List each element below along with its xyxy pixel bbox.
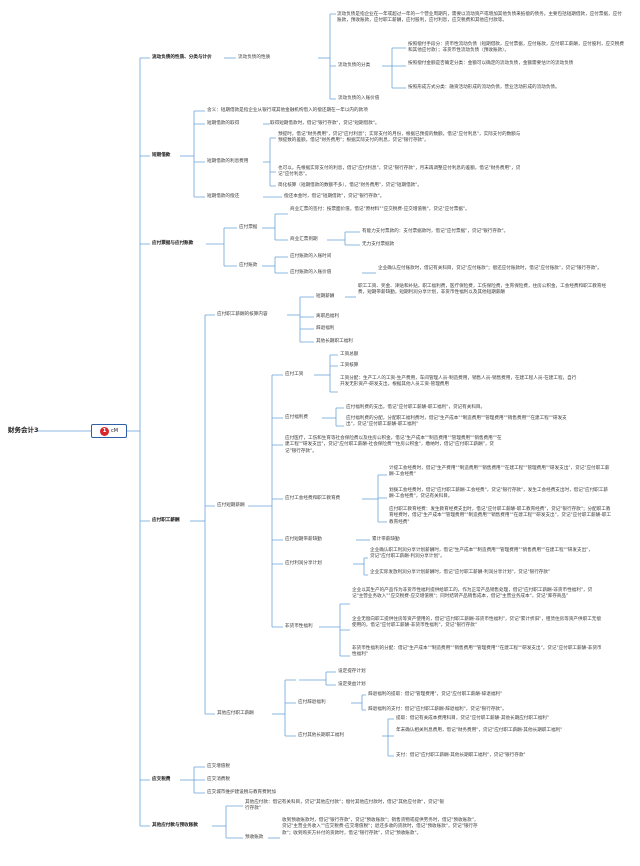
node-short-loan-repay[interactable]: 短期借款的偿还	[207, 194, 240, 199]
text-classify-2: 按照偿付金额是否确定分类：金额可以确定的流动负债，金额需要估计的流动负债	[408, 61, 574, 66]
text-long-term-pay: 支付：借记"应付职工薪酬-其他长期职工福利"，贷记"银行存款"	[396, 753, 526, 758]
text-long-term-interest: 年末确认相关利息费用，借记"财务费用"，贷记"应付职工薪酬-其他长期职工福利"	[396, 728, 563, 733]
node-welfare-payable[interactable]: 应付福利费	[285, 415, 308, 420]
text-accumulated-absence: 累计带薪缺勤	[372, 537, 400, 542]
text-interest-2: 也可以，先根据实际支付的利息，借记"应付利息"，贷记"银行存款"，月末再调整应付…	[278, 166, 521, 178]
text-other-payables: 其他应付款：借记有关科目，贷记"其他应付款"；偿付其他应付款时，借记"其他应付款…	[245, 800, 444, 812]
text-profit-sharing-1: 企业确认职工利润分享计划薪酬时，借记"生产成本""制造费用""管理费用""销售费…	[370, 548, 593, 560]
node-current-liabilities[interactable]: 流动负债的性质、分类与计价	[152, 55, 212, 60]
node-paid-absence[interactable]: 应付短期带薪缺勤	[285, 537, 322, 542]
text-short-term-pay: 职工工资、奖金、津贴和补贴，职工福利费，医疗保险费，工伤保险费，生育保险费，住房…	[358, 284, 607, 296]
text-advance-receipts: 收到预收账款时，借记"银行存款"，贷记"预收账款"；销售货物或提供劳务时，借记"…	[282, 818, 479, 836]
node-taxes-payable[interactable]: 应交税费	[152, 777, 171, 782]
node-wage-accounting[interactable]: 工资核算	[340, 363, 359, 368]
text-dismissal-pay: 辞退福利的支付：借记"应付职工薪酬-辞退福利"，贷记"银行存款"。	[368, 707, 507, 712]
text-union-transfer: 划拨工会经费时，借记"应付职工薪酬-工会经费"，贷记"银行存款"，发生工会经费支…	[389, 488, 608, 500]
text-classify-3: 按照形成方式分类：融资活动形成的流动负债，营业活动形成的流动负债。	[408, 85, 560, 90]
node-ap-entry-value[interactable]: 应付账款的入账价值	[290, 270, 332, 275]
text-ap-entry-value: 企业确认应付账款时，借记有关科目，贷记"应付账款"；偿还应付账款时，借记"应付账…	[378, 266, 602, 271]
node-defined-benefit[interactable]: 设定受益计划	[338, 682, 366, 687]
node-termination-benefits[interactable]: 辞退福利	[316, 326, 335, 331]
node-notes-accounts-payable[interactable]: 应付票据与应付账款	[152, 241, 194, 246]
node-short-loan-interest[interactable]: 短期借款的利息费用	[207, 159, 249, 164]
node-other-long-term[interactable]: 其他长期职工福利	[316, 339, 353, 344]
node-advance-receipts[interactable]: 预收账款	[245, 835, 264, 840]
node-profit-sharing[interactable]: 应付利润分享计划	[285, 561, 322, 566]
text-interest-1: 预提时，借记"财务费用"，贷记"应付利息"；实际支付的月份，根据已预提的数额，借…	[278, 132, 521, 144]
node-defined-contribution[interactable]: 设定提存计划	[338, 669, 366, 674]
node-urban-tax[interactable]: 应交城市维护建设税与教育费附加	[207, 790, 276, 795]
text-social-insurance: 应付医疗，工伤和生育等社会保险费以及住房公积金，借记"生产成本""制造费用""管…	[285, 436, 502, 454]
root-node[interactable]: 1 cM	[91, 424, 127, 438]
text-non-monetary-3: 非货币性福利的分配：借记"生产成本""制造费用""销售费用""管理费用""在建工…	[352, 646, 602, 658]
node-other-salary[interactable]: 其他应付职工薪酬	[217, 711, 254, 716]
text-short-loan-repay: 偿还本金时，借记"短期借款"，贷记"银行存款"。	[284, 194, 385, 199]
text-non-monetary-1: 企业以其生产的产品作为非货币性福利提供给职工的，作为正常产品销售处理，借记"应付…	[352, 588, 593, 600]
text-welfare-allocate: 应付福利费的分配，分配职工福利费时，借记"生产成本""制造费用""管理费用""销…	[346, 416, 567, 428]
text-short-loan-def: 含义：短期借款是指企业从银行或其他金融机构借入的偿还期在一年以内的款项	[207, 108, 368, 113]
text-current-definition: 流动负债是指企业在一年或超过一年的一个营业周期内，需要以流动资产或增加其他负债来…	[337, 12, 622, 24]
node-total-wages[interactable]: 工资总额	[340, 352, 359, 357]
node-salary-payable[interactable]: 应付职工薪酬	[152, 518, 180, 523]
node-current-classify[interactable]: 流动负债的分类	[338, 63, 371, 68]
node-accounts-payable[interactable]: 应付账款	[239, 263, 258, 268]
text-dismissal-accrue: 辞退福利的提取：借记"管理费用"，贷记"应付职工薪酬-辞退福利"	[368, 692, 503, 697]
node-current-measure[interactable]: 流动负债的入账价值	[338, 96, 380, 101]
node-short-term-pay[interactable]: 短期薪酬	[316, 294, 335, 299]
count-badge: 1	[100, 427, 109, 436]
node-other-payables[interactable]: 其他应付款与预收账款	[152, 823, 198, 828]
node-notes-payable[interactable]: 应付票据	[239, 225, 258, 230]
text-welfare-spend: 应付福利费的支出，借记"应付职工薪酬-职工福利"，贷记有关科目。	[346, 405, 486, 410]
text-non-monetary-2: 企业无偿向职工提供住房等资产使用的，借记"应付职工薪酬-非货币性福利"，贷记"累…	[352, 617, 601, 629]
root-node-label: cM	[111, 428, 119, 434]
node-salary-content[interactable]: 应付职工薪酬的核算内容	[217, 312, 268, 317]
node-post-employment[interactable]: 离职后福利	[316, 314, 339, 319]
node-wages-payable[interactable]: 应付工资	[285, 372, 304, 377]
node-consumption-tax[interactable]: 应交消费税	[207, 777, 230, 782]
node-long-term-welfare[interactable]: 应付其他长期职工福利	[298, 733, 344, 738]
text-short-loan-get: 取得短期借款时，借记"银行存款"，贷记"短期借款"。	[270, 121, 380, 126]
node-vat-payable[interactable]: 应交增值税	[207, 764, 230, 769]
node-short-loan[interactable]: 短期借款	[152, 153, 171, 158]
node-notes-due[interactable]: 商业汇票到期	[290, 237, 318, 242]
root-title: 财务会计3	[8, 426, 39, 434]
text-long-term-accrue: 提取：借记有关成本费用科目，贷记"应付职工薪酬-其他长期应付职工福利"	[396, 716, 549, 721]
text-notes-issue: 商业汇票的签付：按票面价值，借记"原材料""应交税费-应交增值税"，贷记"应付票…	[290, 207, 470, 212]
node-short-term-payable[interactable]: 应付短期薪酬	[217, 503, 245, 508]
node-union-education[interactable]: 应付工会经费和职工教育费	[285, 496, 341, 501]
text-interest-3: 简化核算（短期借款的数额不多），借记"财务费用"，贷记"短期借款"。	[278, 183, 422, 188]
text-classify-1: 按照偿付手段分：货币性流动负债（短期借款，应付票据，应付账款，应付职工薪酬，应付…	[408, 42, 624, 54]
text-profit-sharing-2: 企业实际发放利润分享计划薪酬时，借记"应付职工薪酬-利润分享计划"，贷记"银行存…	[370, 570, 551, 575]
text-notes-due-unable: 无力支付票据款	[362, 242, 395, 247]
node-dismissal-payable[interactable]: 应付辞退福利	[298, 700, 326, 705]
node-current-nature[interactable]: 流动负债的性质	[238, 55, 271, 60]
text-wage-allocation: 工资分配：生产工人的工资-生产费用，车间管理人员-制造费用，销售人员-销售费用，…	[340, 376, 577, 388]
node-short-loan-get[interactable]: 短期借款的取得	[207, 121, 240, 126]
text-education-funds: 应付职工教育经费：发生教育经费支出时，借记"应付职工薪酬-职工教育经费"，贷记"…	[389, 507, 612, 525]
node-non-monetary[interactable]: 非货币性福利	[285, 624, 313, 629]
text-union-accrue: 计提工会经费时，借记"生产费用""制造费用""销售费用""在建工程""管理费用"…	[389, 466, 610, 478]
text-notes-due-pay: 有能力支付票款的：支付票据款时，借记"应付票据"，贷记"银行存款"。	[362, 229, 509, 234]
node-ap-entry-time[interactable]: 应付账款的入账时间	[290, 254, 332, 259]
